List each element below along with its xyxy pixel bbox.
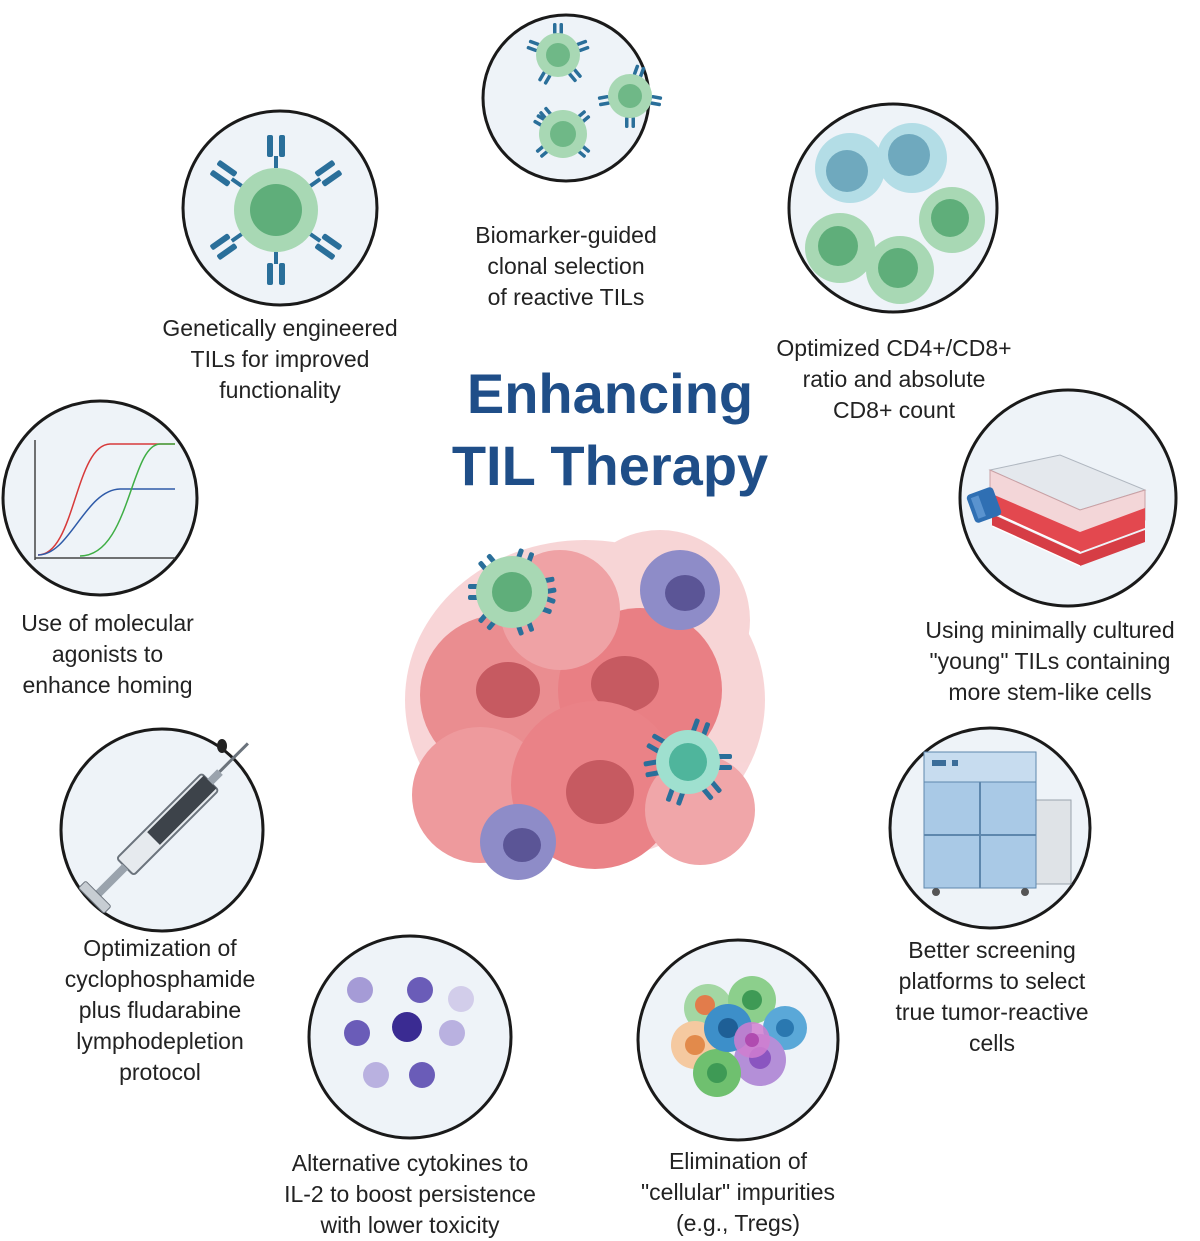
- biomarker-circle: [481, 13, 663, 183]
- strategy-label-agonists: Use of molecular agonists to enhance hom…: [21, 610, 194, 698]
- screening-machine-icon: [923, 751, 1072, 896]
- immune-cell-purple: [480, 550, 720, 880]
- young-circle: [958, 388, 1178, 608]
- agonists-circle: [1, 399, 199, 597]
- cytokine-spheres-icon: [344, 977, 474, 1088]
- culture-flask-icon: [966, 454, 1147, 567]
- ratio-circle: [787, 102, 999, 314]
- impurities-circle: [636, 938, 840, 1142]
- t-cell-cluster-icon: [526, 23, 663, 159]
- diagram-title: Enhancing TIL Therapy: [451, 362, 769, 497]
- tumor-illustration: [405, 530, 765, 880]
- strategy-label-engineered: Genetically engineered TILs for improved…: [162, 315, 398, 403]
- strategy-label-lymphodepletion: Optimization of cyclophosphamide plus fl…: [64, 935, 256, 1085]
- curve-graph-icon: [34, 440, 175, 560]
- cytokines-circle: [307, 934, 513, 1140]
- t-cell-bottom: [643, 717, 732, 807]
- strategy-label-ratio: Optimized CD4+/CD8+ ratio and absolute C…: [776, 335, 1012, 423]
- engineered-circle: [181, 109, 379, 307]
- syringe-icon: [78, 742, 249, 914]
- strategy-label-cytokines: Alternative cytokines to IL-2 to boost p…: [284, 1150, 536, 1238]
- strategy-label-young: Using minimally cultured "young" TILs co…: [925, 617, 1175, 705]
- screening-circle: [888, 726, 1092, 930]
- t-cell-top: [468, 547, 557, 637]
- strategy-label-biomarker: Biomarker-guided clonal selection of rea…: [475, 222, 657, 310]
- strategy-label-impurities: Elimination of "cellular" impurities (e.…: [641, 1148, 835, 1236]
- strategy-label-screening: Better screening platforms to select tru…: [895, 937, 1089, 1056]
- engineered-t-cell-icon: [210, 135, 342, 285]
- lymphodepletion-circle: [59, 727, 265, 933]
- cell-population-icon: [805, 123, 985, 304]
- mixed-cells-icon: [671, 976, 807, 1097]
